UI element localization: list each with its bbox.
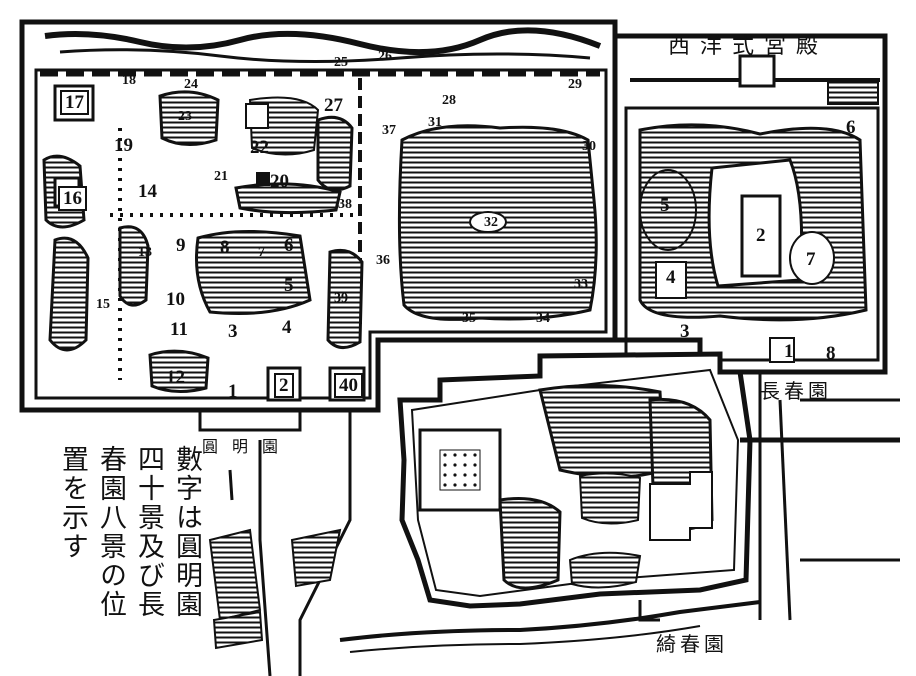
yuanming-site-35: 35 xyxy=(462,311,476,326)
yuanming-site-12: 12 xyxy=(166,367,185,388)
changchun-site-1: 1 xyxy=(784,341,794,362)
yuanming-garden xyxy=(19,19,618,501)
qichun-garden-title: 綺春園 xyxy=(656,632,728,656)
yuanming-site-21: 21 xyxy=(214,169,228,184)
yuanming-site-11: 11 xyxy=(170,319,188,340)
yuanming-site-1: 1 xyxy=(228,381,238,402)
yuanming-site-13: 13 xyxy=(138,245,152,260)
yuanming-site-34: 34 xyxy=(536,311,550,326)
yuanming-site-39: 39 xyxy=(334,291,348,306)
yuanming-site-28: 28 xyxy=(442,93,456,108)
yuanming-site-32: 32 xyxy=(484,215,498,230)
yuanming-site-9: 9 xyxy=(176,235,186,256)
yuanming-site-40: 40 xyxy=(334,373,363,398)
caption: 數字は圓明園 四十景及び長 春園八景の位 置を示す xyxy=(30,445,202,645)
yuanming-site-23: 23 xyxy=(178,109,192,124)
yuanming-site-15: 15 xyxy=(96,297,110,312)
caption-line-2: 四十景及び長 xyxy=(133,445,164,619)
yuanming-site-27: 27 xyxy=(324,95,343,116)
yuanming-site-4: 4 xyxy=(282,317,292,338)
yuanming-site-38: 38 xyxy=(338,197,352,212)
caption-line-3: 春園八景の位 xyxy=(95,445,126,619)
yuanming-site-29: 29 xyxy=(568,77,582,92)
yuanming-site-19: 19 xyxy=(114,135,133,156)
yuanming-site-7: 7 xyxy=(258,245,265,260)
changchun-site-3: 3 xyxy=(680,321,690,342)
roads-and-canals xyxy=(208,372,900,676)
yuanming-site-20: 20 xyxy=(270,171,289,192)
xiyang-palace-title: 西洋式宮殿 xyxy=(668,34,829,59)
caption-line-4: 置を示す xyxy=(57,445,88,561)
yuanming-site-16: 16 xyxy=(58,186,87,211)
changchun-site-5: 5 xyxy=(660,195,670,216)
yuanming-site-26: 26 xyxy=(378,49,392,64)
yuanming-site-2: 2 xyxy=(274,373,294,398)
yuanming-site-22: 22 xyxy=(250,137,269,158)
yuanming-site-25: 25 xyxy=(334,55,348,70)
changchun-site-4: 4 xyxy=(666,267,676,288)
yuanming-site-31: 31 xyxy=(428,115,442,130)
changchun-garden-title: 長春園 xyxy=(760,379,832,403)
qichun-garden xyxy=(397,351,753,609)
yuanming-site-30: 30 xyxy=(582,139,596,154)
yuanming-site-37: 37 xyxy=(382,123,396,138)
yuanming-site-18: 18 xyxy=(122,73,136,88)
yuanming-site-14: 14 xyxy=(138,181,157,202)
changchun-site-7: 7 xyxy=(806,249,816,270)
yuanming-site-33: 33 xyxy=(574,277,588,292)
changchun-site-2: 2 xyxy=(756,225,766,246)
caption-line-1: 數字は圓明園 xyxy=(171,445,202,619)
yuanming-site-10: 10 xyxy=(166,289,185,310)
yuanming-site-3: 3 xyxy=(228,321,238,342)
yuanming-site-17: 17 xyxy=(60,90,89,115)
yuanming-site-36: 36 xyxy=(376,253,390,268)
yuanming-site-8: 8 xyxy=(220,237,230,258)
yuanming-site-5: 5 xyxy=(284,275,294,296)
yuanming-site-6: 6 xyxy=(284,235,294,256)
changchun-garden xyxy=(612,33,888,375)
changchun-site-8: 8 xyxy=(826,343,836,364)
yuanming-garden-title: 圓明園 xyxy=(202,437,293,456)
changchun-site-6: 6 xyxy=(846,117,856,138)
yuanming-site-24: 24 xyxy=(184,77,198,92)
